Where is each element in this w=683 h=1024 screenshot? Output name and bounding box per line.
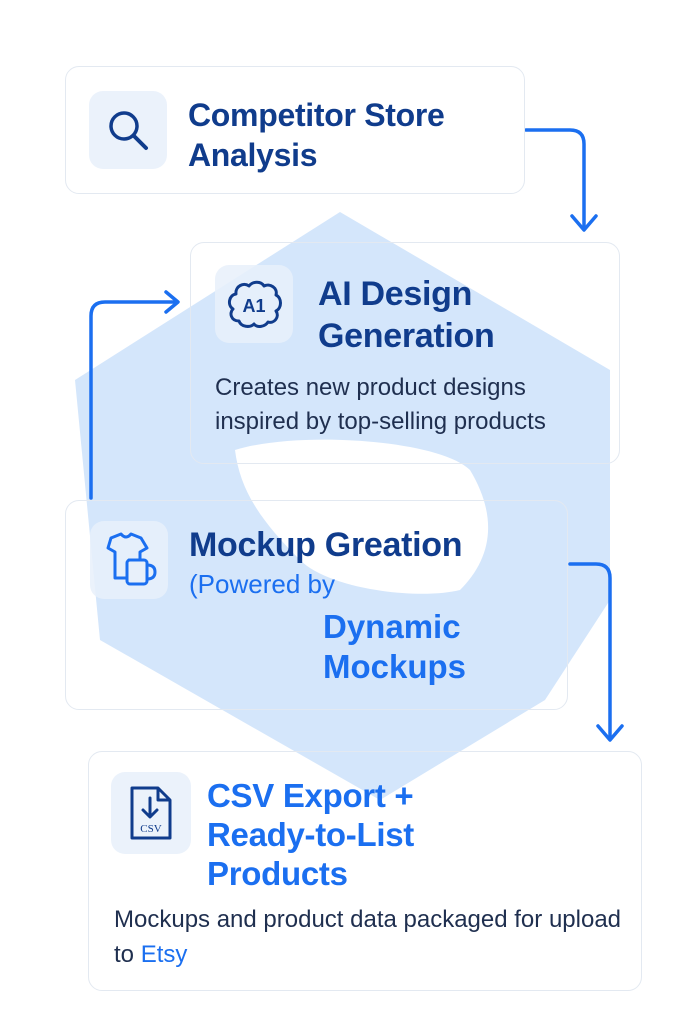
step-card-ai-design: A1 AI Design Generation Creates new prod…	[190, 242, 620, 464]
step-title: CSV Export + Ready-to-List Products	[207, 776, 414, 893]
arrow-step1-to-step2-head	[570, 214, 598, 232]
ai-brain-icon: A1	[215, 265, 293, 343]
arrow-step3-to-step2-head	[164, 290, 180, 314]
step-title-line: Products	[207, 855, 348, 892]
etsy-link-text: Etsy	[140, 941, 188, 968]
description-text: Mockups and product data packaged for up…	[114, 906, 622, 968]
brand-name: Dynamic Mockups	[323, 607, 466, 687]
brand-line: Mockups	[323, 648, 467, 685]
ai-icon-label: A1	[242, 296, 265, 316]
step-subtitle: (Powered by	[189, 569, 335, 599]
tshirt-mug-icon	[90, 521, 168, 599]
step-card-competitor-analysis: Competitor Store Analysis	[65, 66, 525, 194]
step-card-csv-export: CSV CSV Export + Ready-to-List Products …	[88, 751, 642, 991]
arrow-step3-to-step4	[568, 562, 612, 740]
step-title: Competitor Store Analysis	[188, 95, 445, 175]
csv-icon-label: CSV	[140, 823, 161, 835]
logo-shape	[75, 212, 610, 800]
search-icon	[89, 91, 167, 169]
arrow-step3-to-step4-head	[596, 724, 624, 742]
step-title-line: Analysis	[188, 137, 318, 173]
csv-file-download-icon: CSV	[111, 772, 191, 854]
step-title: AI Design Generation	[318, 273, 495, 357]
arrow-step1-to-step2	[524, 128, 586, 230]
step-title-line: AI Design	[318, 275, 473, 313]
step-card-mockup-creation: Mockup Greation (Powered by Dynamic Mock…	[65, 500, 568, 710]
step-description: Mockups and product data packaged for up…	[114, 902, 634, 972]
step-description: Creates new product designs inspired by …	[215, 374, 546, 435]
step-title-line: CSV Export +	[207, 777, 414, 814]
step-title-line: Generation	[318, 317, 495, 355]
step-title-line: Competitor Store	[188, 97, 445, 133]
brand-line: Dynamic	[323, 608, 461, 645]
step-title: Mockup Greation	[189, 526, 463, 564]
step-title-line: Ready-to-List	[207, 816, 414, 853]
arrow-step3-to-step2	[89, 300, 178, 500]
